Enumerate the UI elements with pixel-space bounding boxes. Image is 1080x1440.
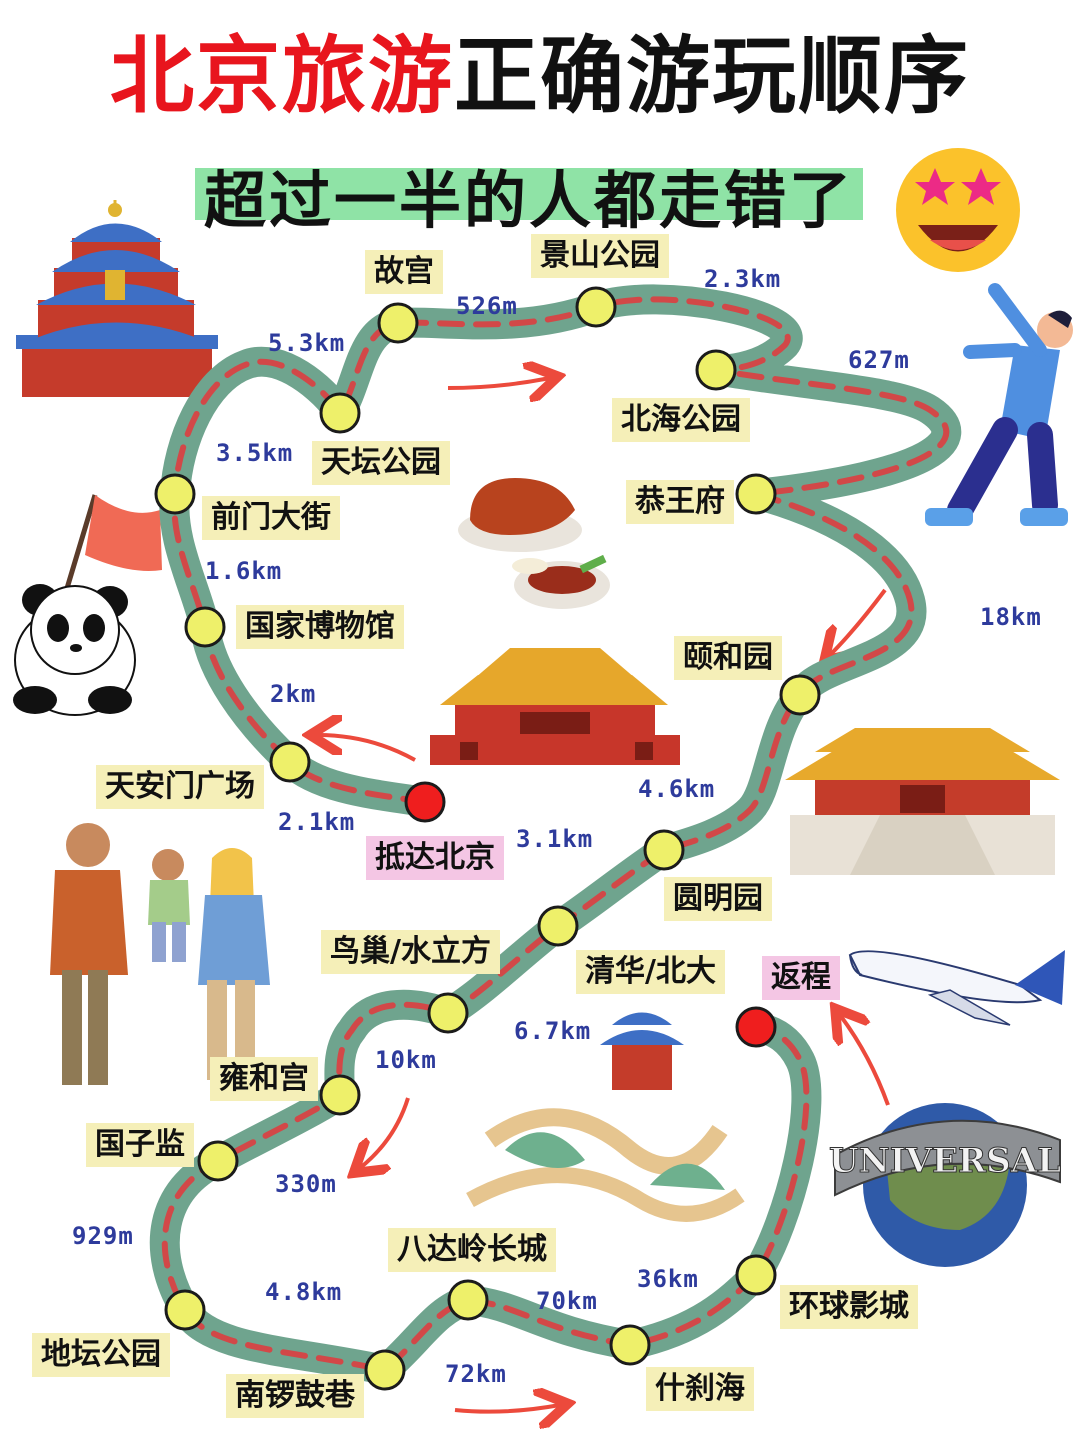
start-label: 抵达北京	[366, 836, 504, 880]
stop-label-badaling: 八达岭长城	[388, 1228, 556, 1272]
distance-label: 3.1km	[516, 825, 594, 853]
stop-label-forbidden-city: 故宫	[365, 250, 443, 294]
distance-label: 36km	[637, 1265, 699, 1293]
family-icon	[50, 823, 270, 1085]
stop-marker	[735, 1254, 777, 1296]
stop-label-yuanmingyuan: 圆明园	[664, 877, 772, 921]
distance-label: 627m	[848, 346, 910, 374]
direction-arrows	[318, 378, 890, 1412]
stop-label-temple-of-heaven: 天坛公园	[312, 441, 450, 485]
stop-label-ditan-park: 地坛公园	[32, 1333, 170, 1377]
stop-marker	[269, 741, 311, 783]
end-marker	[735, 1006, 777, 1048]
distance-label: 2km	[270, 680, 317, 708]
stop-marker	[575, 286, 617, 328]
stop-label-prince-gong-mansion: 恭王府	[626, 480, 734, 524]
distance-label: 4.6km	[638, 775, 716, 803]
distance-label: 2.1km	[278, 808, 356, 836]
stop-marker	[197, 1140, 239, 1182]
stop-marker	[695, 349, 737, 391]
stop-marker	[377, 302, 419, 344]
subtitle-highlight	[195, 168, 863, 220]
distance-label: 929m	[72, 1222, 134, 1250]
stop-markers	[154, 286, 821, 1391]
stop-label-qianmen-street: 前门大街	[202, 496, 340, 540]
stop-marker	[537, 905, 579, 947]
stop-label-summer-palace: 颐和园	[674, 636, 782, 680]
page-subtitle: 超过一半的人都走错了	[203, 164, 854, 237]
stop-label-jingshan-park: 景山公园	[531, 234, 669, 278]
direction-arrow	[318, 735, 416, 762]
distance-label: 10km	[375, 1046, 437, 1074]
distance-label: 4.8km	[265, 1278, 343, 1306]
distance-label: 2.3km	[704, 265, 782, 293]
star-eyes-emoji-icon	[896, 148, 1020, 272]
stop-label-tsinghua-peking: 清华/北大	[576, 950, 725, 994]
route-path-dashed	[161, 296, 950, 1374]
stop-marker	[364, 1349, 406, 1391]
universal-logo-text: UNIVERSAL	[829, 1141, 1061, 1181]
stop-label-universal-studios: 环球影城	[780, 1285, 918, 1329]
title-red-part: 北京旅游	[109, 27, 454, 125]
great-wall-icon	[466, 1012, 745, 1222]
tiananmen-gate-icon	[430, 648, 680, 765]
direction-arrow	[360, 1097, 410, 1168]
end-label: 返程	[762, 956, 840, 1000]
start-marker	[404, 781, 446, 823]
stop-marker	[779, 674, 821, 716]
distance-label: 5.3km	[268, 329, 346, 357]
stop-label-guozijian: 国子监	[86, 1123, 194, 1167]
distance-label: 1.6km	[205, 557, 283, 585]
stop-marker	[609, 1324, 651, 1366]
direction-arrow	[454, 1405, 560, 1412]
stop-label-national-museum: 国家博物馆	[236, 605, 404, 649]
stop-marker	[447, 1279, 489, 1321]
distance-label: 6.7km	[514, 1017, 592, 1045]
stop-marker	[319, 392, 361, 434]
panda-with-flag-icon	[13, 494, 162, 716]
stop-marker	[164, 1289, 206, 1331]
stop-label-shichahai: 什刹海	[646, 1367, 754, 1411]
direction-arrow	[830, 588, 887, 655]
stop-label-birds-nest: 鸟巢/水立方	[321, 930, 500, 974]
stop-label-lama-temple: 雍和宫	[210, 1057, 318, 1101]
stop-marker	[154, 473, 196, 515]
distance-label: 330m	[275, 1170, 337, 1198]
dancing-man-icon	[925, 283, 1073, 526]
stop-marker	[643, 829, 685, 871]
direction-arrow	[447, 378, 550, 388]
stop-label-tiananmen-square: 天安门广场	[96, 765, 264, 809]
distance-label: 18km	[980, 603, 1042, 631]
stop-label-beihai-park: 北海公园	[612, 398, 750, 442]
direction-arrow	[840, 1015, 890, 1106]
stop-marker	[184, 606, 226, 648]
stop-marker	[735, 473, 777, 515]
universal-globe-icon: UNIVERSAL	[828, 1103, 1062, 1267]
title-black-part: 正确游玩顺序	[454, 27, 971, 125]
distance-label: 72km	[445, 1360, 507, 1388]
temple-of-heaven-icon	[16, 200, 218, 397]
distance-label: 526m	[456, 292, 518, 320]
stop-marker	[427, 992, 469, 1034]
distance-label: 3.5km	[216, 439, 294, 467]
palace-hall-icon	[785, 728, 1060, 875]
stop-marker	[319, 1074, 361, 1116]
stop-label-nanluoguxiang: 南锣鼓巷	[226, 1374, 364, 1418]
airplane-icon	[848, 950, 1065, 1026]
page-title: 北京旅游正确游玩顺序	[0, 30, 1080, 122]
distance-label: 70km	[536, 1287, 598, 1315]
roast-duck-icon	[458, 478, 610, 609]
